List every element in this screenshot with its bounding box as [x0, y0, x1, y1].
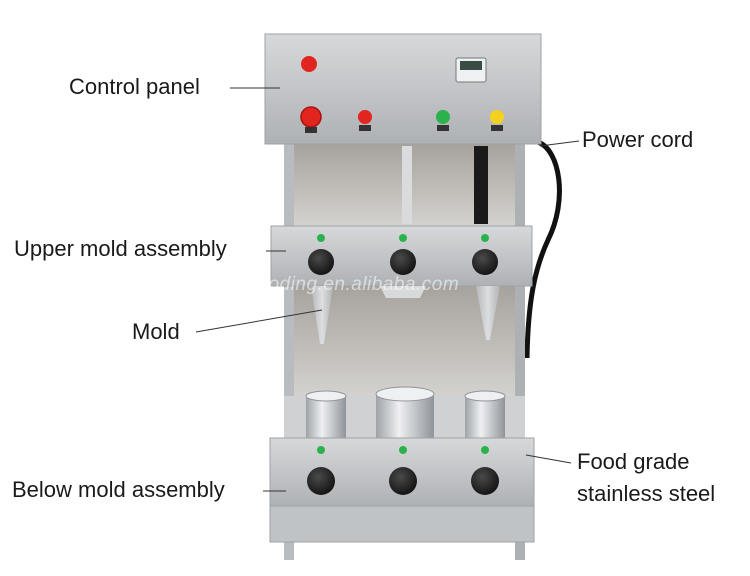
label-upper-mold-assembly: Upper mold assembly [14, 236, 227, 261]
upper-knob-2 [390, 249, 416, 275]
right-column [515, 140, 525, 560]
button-base [437, 125, 449, 131]
label-stainless-steel: stainless steel [577, 481, 716, 506]
button-base [359, 125, 371, 131]
lower-indicator-1 [317, 446, 325, 454]
lower-knob-1 [307, 467, 335, 495]
label-food-grade: Food grade [577, 449, 690, 474]
cone-mold-right [476, 286, 500, 340]
label-below-mold-assembly: Below mold assembly [12, 477, 225, 502]
lower-knob-2 [389, 467, 417, 495]
watermark: jztaoding.en.alibaba.com [237, 274, 460, 295]
label-mold: Mold [132, 319, 180, 344]
button-base [491, 125, 503, 131]
cable-duct [474, 146, 488, 224]
timer-screen [460, 61, 482, 70]
leader-food-grade [525, 454, 572, 464]
cone-mold-left [311, 286, 333, 344]
emergency-stop-button [300, 106, 322, 128]
upper-indicator-2 [399, 234, 407, 242]
red-button [358, 110, 372, 124]
upper-knob-1 [308, 249, 334, 275]
cup-rim [464, 390, 506, 402]
left-column [284, 140, 294, 560]
upper-indicator-1 [317, 234, 325, 242]
center-bracket [380, 286, 426, 298]
leader-mold [195, 309, 323, 333]
bottom-cup-right [465, 396, 505, 438]
green-button [436, 110, 450, 124]
label-control-panel: Control panel [69, 74, 200, 99]
lower-indicator-3 [481, 446, 489, 454]
cup-rim [305, 390, 347, 402]
yellow-button [490, 110, 504, 124]
cup-rim [375, 386, 435, 402]
leader-power-cord [539, 140, 580, 147]
label-power-cord: Power cord [582, 127, 694, 152]
lower-knob-3 [471, 467, 499, 495]
machine-base [269, 505, 535, 543]
upper-indicator-3 [481, 234, 489, 242]
power-cord [524, 139, 562, 359]
middle-cavity [294, 286, 515, 396]
power-indicator-light [301, 56, 317, 72]
center-post [402, 146, 412, 224]
upper-knob-3 [472, 249, 498, 275]
lower-indicator-2 [399, 446, 407, 454]
button-base [305, 127, 317, 133]
bottom-cup-left [306, 396, 346, 438]
